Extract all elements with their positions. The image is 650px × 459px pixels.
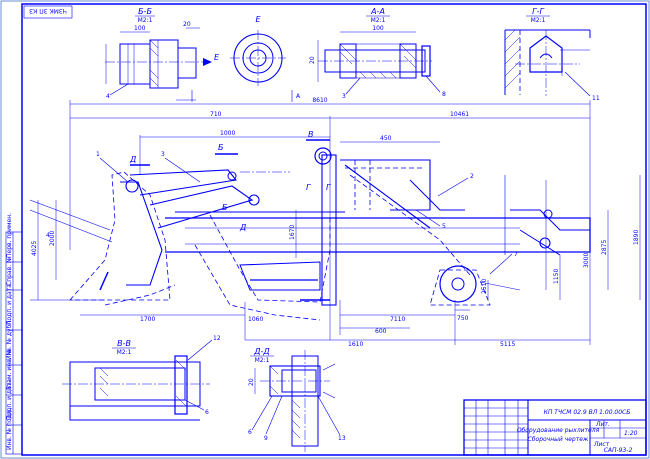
dim-mid-v: 1670: [289, 225, 296, 240]
dim-aa-height: 20: [309, 56, 316, 64]
title-block-sheet-label: Лист: [593, 441, 610, 448]
callout-main-3: 3: [161, 151, 165, 158]
cut-marker-d2-label: Д: [239, 223, 246, 232]
callout-main-2: 2: [470, 173, 474, 180]
dim-aa-width: 100: [372, 25, 384, 32]
dim-left-h2: 4025: [31, 241, 38, 256]
callout-bb-4: 4: [106, 93, 110, 100]
title-block-designation: КП ТЧСМ 02.9 ВЛ 1.00.00СБ: [544, 409, 631, 416]
cut-marker-v-label: В: [308, 130, 314, 139]
section-bb-detail: Б-Б М2:1 4 20 100 Е: [105, 7, 220, 102]
dim-right-h1: 1150: [553, 269, 560, 284]
arrow-e-label: Е: [214, 53, 220, 62]
side-strip: Инв. № подл. Подп. и дата Взам. инв. № И…: [5, 213, 23, 455]
dim-bottom-c: 7110: [390, 316, 405, 323]
view-e-detail: Е: [230, 15, 286, 86]
dim-bottom-f: 1610: [348, 341, 363, 348]
title-block: КП ТЧСМ 02.9 ВЛ 1.00.00СБ Оборудование р…: [463, 399, 647, 456]
section-aa-scale: М2:1: [371, 17, 386, 24]
title-block-doc-type: Сборочный чертеж: [528, 436, 589, 443]
callout-main-7: 7: [514, 251, 518, 258]
section-gg-detail: Г-Г М2:1 11: [504, 7, 600, 102]
dim-inner-a: 1000: [220, 130, 235, 137]
callout-vv-6: 6: [205, 409, 209, 416]
dim-right-h2: 2875: [601, 240, 608, 255]
side-strip-label-2: Взам. инв. №: [6, 349, 13, 390]
title-block-lit-label: Лит.: [595, 421, 610, 428]
dim-right-h5: 2510: [481, 279, 488, 294]
cut-marker-g2-label: Г: [326, 183, 331, 192]
dim-bb-top: 20: [183, 21, 191, 28]
callout-aa-8: 8: [442, 91, 446, 98]
dim-top-right: 10461: [450, 111, 469, 118]
callout-dd-13: 13: [338, 435, 346, 442]
dim-left-h1: 2000: [49, 231, 56, 246]
callout-dd-9: 9: [264, 435, 268, 442]
side-strip-label-3: Инв. № дубл.: [6, 319, 13, 360]
cut-marker-a-label: А: [296, 93, 301, 100]
title-block-name: Оборудование рыхлителя: [517, 427, 600, 434]
section-aa-title: А-А: [370, 7, 385, 16]
section-dd-detail: Д-Д М2:1 20 13 6 9: [248, 347, 346, 452]
corner-stamp-text: ЧЗМК ЗП КЗ: [29, 7, 67, 14]
section-vv-title: В-В: [117, 339, 131, 348]
cut-marker-d-label: Д: [129, 155, 136, 164]
view-e-title: Е: [255, 15, 261, 24]
title-block-group: САП-93-2: [604, 447, 633, 454]
callout-main-1: 1: [96, 151, 100, 158]
callout-main-4: 4: [46, 232, 50, 239]
dim-bottom-b: 1060: [248, 316, 263, 323]
corner-stamp: ЧЗМК ЗП КЗ: [23, 5, 73, 19]
dim-top-left: 710: [210, 111, 222, 118]
drawing-border: [21, 3, 647, 456]
section-bb-scale: М2:1: [138, 17, 153, 24]
callout-vv-12: 12: [213, 335, 221, 342]
side-strip-label-6: Перв. примен.: [6, 213, 13, 258]
dim-bottom-g: 5115: [500, 341, 515, 348]
dim-bb-width: 100: [134, 25, 146, 32]
main-assembly-view: 8610 710 10461 1000 450 В Б Б Д Д Г Г 4: [29, 90, 641, 348]
title-block-scale: 1:20: [624, 430, 638, 437]
callout-dd-6: 6: [248, 429, 252, 436]
dim-bottom-a: 1700: [140, 316, 155, 323]
cut-marker-g-label: Г: [306, 183, 311, 192]
callout-aa-3: 3: [342, 93, 346, 100]
section-vv-detail: В-В М2:1 12 6: [62, 335, 221, 421]
side-strip-label-5: Справ. №: [6, 257, 13, 286]
side-strip-label-0: Инв. № подл.: [6, 409, 13, 450]
section-gg-scale: М2:1: [531, 17, 546, 24]
dim-right-h4: 3000: [583, 253, 590, 268]
section-gg-title: Г-Г: [532, 7, 544, 16]
section-dd-title: Д-Д: [253, 347, 269, 356]
dim-right-h3: 1890: [633, 230, 640, 245]
dim-bottom-d: 750: [457, 315, 469, 322]
side-strip-label-1: Подп. и дата: [6, 379, 13, 420]
side-strip-label-4: Подп. и дата: [6, 284, 13, 325]
dim-bottom-e: 600: [375, 328, 387, 335]
section-dd-scale: М2:1: [255, 357, 270, 364]
dim-inner-b: 450: [380, 135, 392, 142]
dim-dd-height: 20: [248, 378, 255, 386]
cut-marker-b-label: Б: [218, 143, 224, 152]
callout-gg-11: 11: [592, 95, 600, 102]
section-vv-scale: М2:1: [117, 349, 132, 356]
section-aa-detail: А-А М2:1 100 20 3 8: [309, 7, 446, 100]
section-bb-title: Б-Б: [138, 7, 152, 16]
callout-main-5: 5: [442, 223, 446, 230]
dim-overall: 8610: [312, 97, 327, 104]
